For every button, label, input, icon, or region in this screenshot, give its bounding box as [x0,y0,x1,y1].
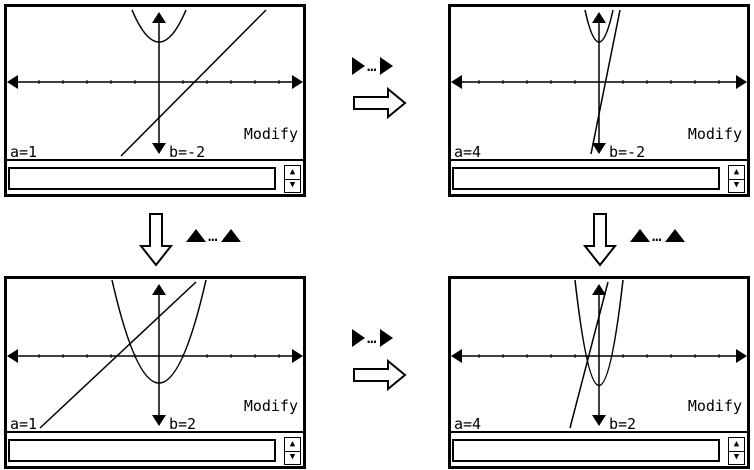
y-axis-down-arrow [592,143,606,154]
graph-screen-a4-b2: Modify a=4 b=2 ▲ ▼ [448,276,750,469]
stepper-down-icon[interactable]: ▼ [289,452,296,462]
x-axis-right-arrow [292,349,303,363]
x-axis-left-arrow [7,75,18,89]
entry-input[interactable] [452,439,720,462]
up-cursor-key-icon [220,229,241,242]
parabola-curve [584,9,614,43]
stepper-down-icon[interactable]: ▼ [733,180,740,190]
key-separator: … [367,328,378,347]
modify-mode-label: Modify [687,397,742,415]
linear-line [569,281,609,429]
x-axis-ticks [38,80,280,84]
graph-screen-a1-bm2: Modify a=1 b=-2 ▲ ▼ [4,4,306,197]
x-axis-right-arrow [736,75,747,89]
input-bar: ▲ ▼ [448,431,750,469]
up-down-stepper-icon[interactable]: ▲ ▼ [728,437,745,465]
right-cursor-key-icon [352,328,365,347]
parabola-curve [131,9,187,43]
stepper-up-icon[interactable]: ▲ [285,166,300,180]
y-axis-down-arrow [592,415,606,426]
a-value-label: a=4 [454,143,482,161]
graph-screen-a1-b2: Modify a=1 b=2 ▲ ▼ [4,276,306,469]
parabola-curve [111,279,207,384]
up-cursor-key-icon [186,229,206,242]
linear-line [39,281,197,429]
stepper-up-icon[interactable]: ▲ [285,438,300,452]
a-value-label: a=1 [10,143,38,161]
graph-plot [451,279,747,429]
x-axis-right-arrow [736,349,747,363]
graph-screen-a4-bm2: Modify a=4 b=-2 ▲ ▼ [448,4,750,197]
entry-input[interactable] [8,167,276,190]
x-axis-ticks [478,354,720,358]
linear-line [590,9,621,155]
graph-plot [7,279,303,429]
a-value-label: a=4 [454,415,482,433]
key-separator: … [652,226,663,245]
modify-mode-label: Modify [243,125,298,143]
screen-frame [4,276,306,469]
y-axis-up-arrow [152,12,166,23]
y-axis-down-arrow [152,143,166,154]
x-axis-left-arrow [7,349,18,363]
right-cursor-key-icon [379,56,393,75]
hollow-right-arrow-icon [353,358,407,392]
key-separator: … [208,226,219,245]
b-value-label: b=-2 [609,143,646,161]
x-axis-left-arrow [451,349,462,363]
input-bar: ▲ ▼ [4,159,306,197]
up-key-sequence-right: … [630,226,685,245]
modify-mode-label: Modify [243,397,298,415]
graph-plot [451,9,747,155]
graph-plot [7,9,303,157]
up-key-sequence-left: … [186,226,241,245]
x-axis-left-arrow [451,75,462,89]
input-bar: ▲ ▼ [448,159,750,197]
entry-input[interactable] [8,439,276,462]
right-key-sequence-bottom: … [352,328,393,347]
y-axis-up-arrow [592,12,606,23]
right-key-sequence-top: … [352,56,393,75]
up-cursor-key-icon [664,229,685,242]
entry-input[interactable] [452,167,720,190]
key-separator: … [367,56,378,75]
up-down-stepper-icon[interactable]: ▲ ▼ [728,165,745,193]
hollow-down-arrow-icon [582,213,618,267]
input-bar: ▲ ▼ [4,431,306,469]
hollow-right-arrow-icon [353,86,407,120]
hollow-down-arrow-icon [138,213,174,267]
stepper-up-icon[interactable]: ▲ [729,166,744,180]
parabola-curve [574,279,624,387]
screen-frame [4,4,306,197]
y-axis-down-arrow [152,415,166,426]
right-cursor-key-icon [352,56,365,75]
stepper-up-icon[interactable]: ▲ [729,438,744,452]
b-value-label: b=2 [609,415,637,433]
a-value-label: a=1 [10,415,38,433]
up-down-stepper-icon[interactable]: ▲ ▼ [284,437,301,465]
b-value-label: b=-2 [169,143,206,161]
x-axis-ticks [38,354,280,358]
up-cursor-key-icon [630,229,650,242]
x-axis-ticks [478,80,720,84]
linear-line [120,9,267,157]
y-axis-up-arrow [152,284,166,295]
x-axis-right-arrow [292,75,303,89]
stepper-down-icon[interactable]: ▼ [289,180,296,190]
modify-mode-label: Modify [687,125,742,143]
right-cursor-key-icon [379,328,393,347]
b-value-label: b=2 [169,415,197,433]
stepper-down-icon[interactable]: ▼ [733,452,740,462]
y-axis-up-arrow [592,284,606,295]
up-down-stepper-icon[interactable]: ▲ ▼ [284,165,301,193]
